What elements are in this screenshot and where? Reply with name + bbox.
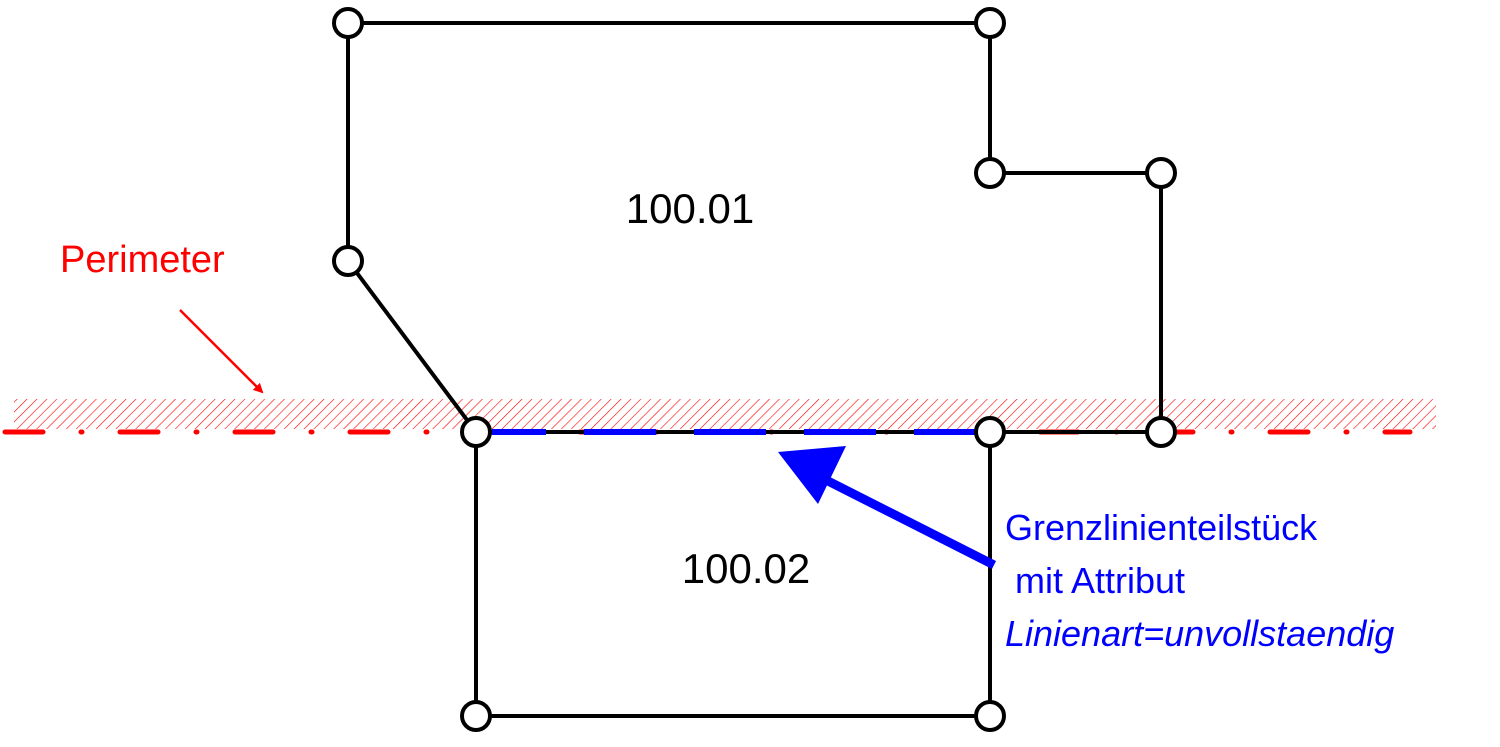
nodes (332, 7, 1177, 732)
parcel-100-01-outline (346, 21, 1163, 434)
boundary-segment-label-line3: Linienart=unvollstaendig (1005, 613, 1394, 654)
boundary-segment-label-line2: mit Attribut (1005, 560, 1185, 601)
node (974, 700, 1006, 732)
node (974, 416, 1006, 448)
node (1145, 416, 1177, 448)
node (460, 700, 492, 732)
node (974, 157, 1006, 189)
node (1145, 157, 1177, 189)
parcel-label-100-02: 100.02 (682, 545, 810, 592)
boundary-segment-label-line1: Grenzlinienteilstück (1005, 507, 1318, 548)
node (460, 416, 492, 448)
parcel-100-02-outline (474, 432, 992, 718)
perimeter-hatch-band (14, 399, 1436, 429)
boundary-segment-arrow-head (778, 446, 846, 504)
parcel-label-100-01: 100.01 (626, 185, 754, 232)
perimeter-label: Perimeter (60, 239, 225, 281)
boundary-segment-arrow-shaft (823, 475, 997, 570)
node (332, 245, 364, 277)
node (332, 7, 364, 39)
node (974, 7, 1006, 39)
perimeter-arrow (179, 309, 264, 394)
